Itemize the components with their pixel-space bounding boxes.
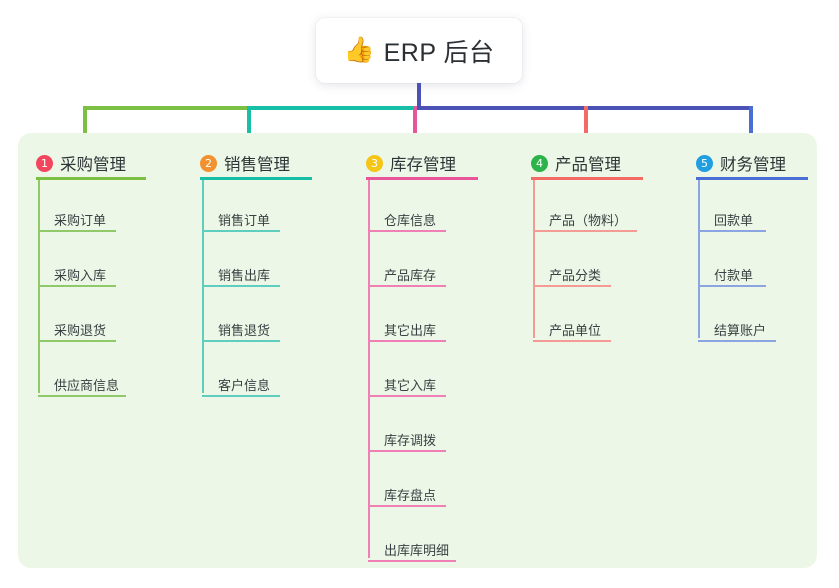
column-spine-4 bbox=[533, 180, 535, 338]
leaf-item[interactable]: 库存调拨 bbox=[384, 433, 437, 448]
connector-drop-2 bbox=[247, 106, 251, 134]
column-header-2[interactable]: 2 销售管理 bbox=[200, 148, 290, 178]
column-badge-3: 3 bbox=[366, 154, 383, 172]
connector-drop-5 bbox=[749, 106, 753, 134]
connector-bar-green bbox=[83, 106, 249, 110]
leaf-rule bbox=[202, 340, 280, 342]
leaf-rule bbox=[368, 560, 456, 562]
leaf-item[interactable]: 产品单位 bbox=[549, 323, 602, 338]
leaf-rule bbox=[202, 230, 280, 232]
leaf-item[interactable]: 采购订单 bbox=[54, 213, 107, 228]
leaf-item[interactable]: 其它出库 bbox=[384, 323, 437, 338]
root-stem-connector bbox=[417, 83, 421, 108]
leaf-rule bbox=[368, 285, 446, 287]
leaf-item[interactable]: 其它入库 bbox=[384, 378, 437, 393]
leaf-rule bbox=[698, 230, 766, 232]
column-badge-5: 5 bbox=[696, 154, 713, 172]
root-node-content: 👍 ERP 后台 bbox=[343, 33, 494, 69]
leaf-item[interactable]: 销售订单 bbox=[218, 213, 271, 228]
leaf-rule bbox=[368, 230, 446, 232]
column-title-5: 财务管理 bbox=[720, 156, 786, 174]
leaf-item[interactable]: 销售退货 bbox=[218, 323, 271, 338]
column-header-4[interactable]: 4 产品管理 bbox=[531, 148, 621, 178]
leaf-item[interactable]: 付款单 bbox=[714, 268, 754, 283]
leaf-item[interactable]: 供应商信息 bbox=[54, 378, 120, 393]
leaf-rule bbox=[533, 285, 611, 287]
leaf-item[interactable]: 仓库信息 bbox=[384, 213, 437, 228]
leaf-rule bbox=[368, 505, 446, 507]
root-node-title: ERP 后台 bbox=[383, 38, 495, 67]
column-header-5[interactable]: 5 财务管理 bbox=[696, 148, 786, 178]
leaf-item[interactable]: 销售出库 bbox=[218, 268, 271, 283]
leaf-rule bbox=[38, 395, 126, 397]
column-rule-3 bbox=[366, 177, 478, 180]
root-node[interactable]: 👍 ERP 后台 bbox=[316, 18, 522, 83]
leaf-rule bbox=[698, 340, 776, 342]
leaf-item[interactable]: 产品库存 bbox=[384, 268, 437, 283]
leaf-item[interactable]: 客户信息 bbox=[218, 378, 271, 393]
leaf-rule bbox=[38, 340, 116, 342]
leaf-rule bbox=[368, 450, 446, 452]
leaf-item[interactable]: 产品分类 bbox=[549, 268, 602, 283]
connector-bar-teal bbox=[247, 106, 417, 110]
leaf-rule bbox=[38, 285, 116, 287]
column-spine-3 bbox=[368, 180, 370, 558]
connector-drop-4 bbox=[584, 106, 588, 134]
leaf-rule bbox=[368, 395, 446, 397]
thumbs-up-icon: 👍 bbox=[343, 36, 375, 64]
column-rule-2 bbox=[200, 177, 312, 180]
column-rule-5 bbox=[696, 177, 808, 180]
column-badge-1: 1 bbox=[36, 154, 53, 172]
leaf-item[interactable]: 采购入库 bbox=[54, 268, 107, 283]
leaf-item[interactable]: 结算账户 bbox=[714, 323, 767, 338]
column-rule-1 bbox=[36, 177, 146, 180]
leaf-item[interactable]: 产品（物料） bbox=[549, 213, 628, 228]
column-rule-4 bbox=[531, 177, 643, 180]
leaf-rule bbox=[368, 340, 446, 342]
leaf-item[interactable]: 出库库明细 bbox=[384, 543, 450, 558]
column-title-1: 采购管理 bbox=[60, 156, 126, 174]
leaf-rule bbox=[202, 395, 280, 397]
leaf-item[interactable]: 库存盘点 bbox=[384, 488, 437, 503]
column-header-1[interactable]: 1 采购管理 bbox=[36, 148, 126, 178]
connector-drop-1 bbox=[83, 106, 87, 134]
connector-drop-3 bbox=[413, 106, 417, 134]
column-spine-5 bbox=[698, 180, 700, 338]
leaf-rule bbox=[698, 285, 766, 287]
column-badge-4: 4 bbox=[531, 154, 548, 172]
leaf-item[interactable]: 回款单 bbox=[714, 213, 754, 228]
leaf-rule bbox=[533, 340, 611, 342]
leaf-rule bbox=[202, 285, 280, 287]
column-title-3: 库存管理 bbox=[390, 156, 456, 174]
column-badge-2: 2 bbox=[200, 154, 217, 172]
column-title-4: 产品管理 bbox=[555, 156, 621, 174]
leaf-item[interactable]: 采购退货 bbox=[54, 323, 107, 338]
column-header-3[interactable]: 3 库存管理 bbox=[366, 148, 456, 178]
leaf-rule bbox=[38, 230, 116, 232]
column-title-2: 销售管理 bbox=[224, 156, 290, 174]
leaf-rule bbox=[533, 230, 637, 232]
diagram-panel bbox=[18, 133, 817, 568]
